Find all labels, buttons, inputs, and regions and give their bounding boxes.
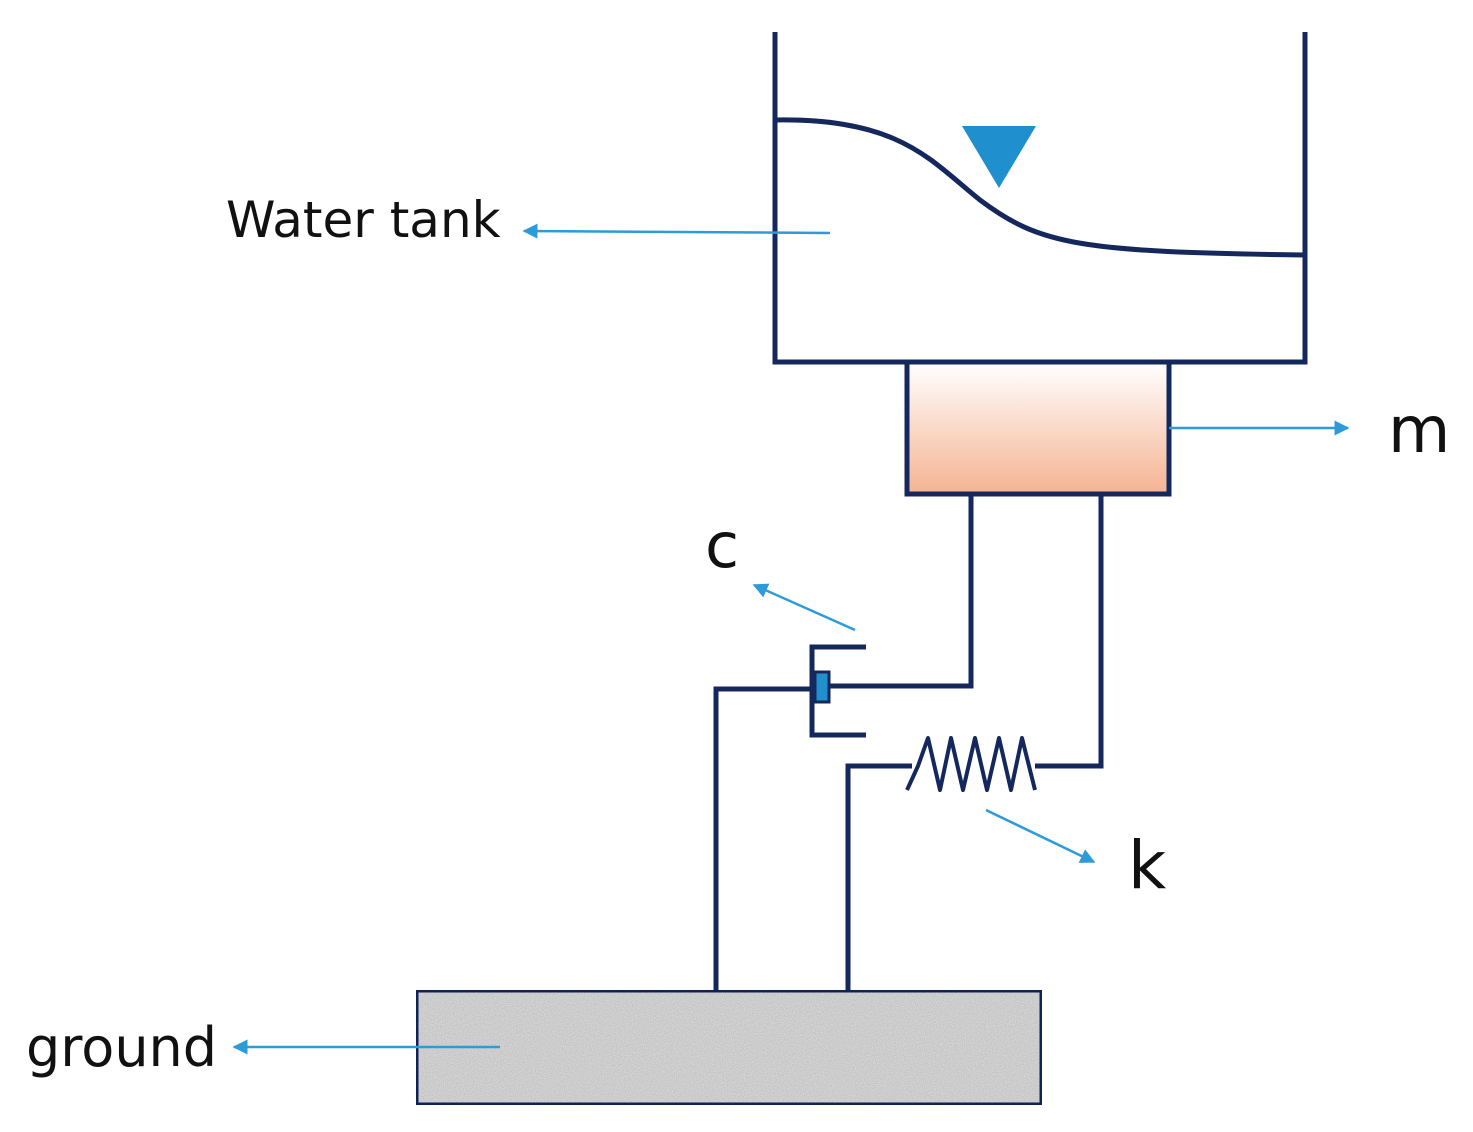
water-surface [774, 117, 1306, 258]
spring-coil [905, 736, 1037, 792]
tank-walls [772, 32, 1308, 365]
damper-rod [828, 494, 974, 689]
spring-pointer-arrow [985, 808, 1096, 864]
pointer-arrows [232, 223, 1350, 1055]
water-tank-pointer-arrow [522, 223, 831, 239]
support-structure [713, 494, 1104, 990]
mass-label: m [1388, 394, 1450, 468]
spring-label: k [1128, 827, 1167, 904]
mass-block [904, 359, 1172, 497]
spring-ground-leg [845, 763, 912, 990]
damper-piston [813, 670, 831, 704]
damper-ground-leg [713, 686, 812, 990]
damper-pointer-arrow [752, 583, 856, 632]
damper-label: c [705, 509, 739, 582]
water-tank-label: Water tank [226, 191, 501, 249]
ground-label: ground [26, 1016, 217, 1079]
water-level-icon [962, 126, 1036, 188]
water-tank [772, 32, 1308, 365]
ground-block [413, 987, 1045, 1108]
spring-rod [1035, 494, 1104, 769]
